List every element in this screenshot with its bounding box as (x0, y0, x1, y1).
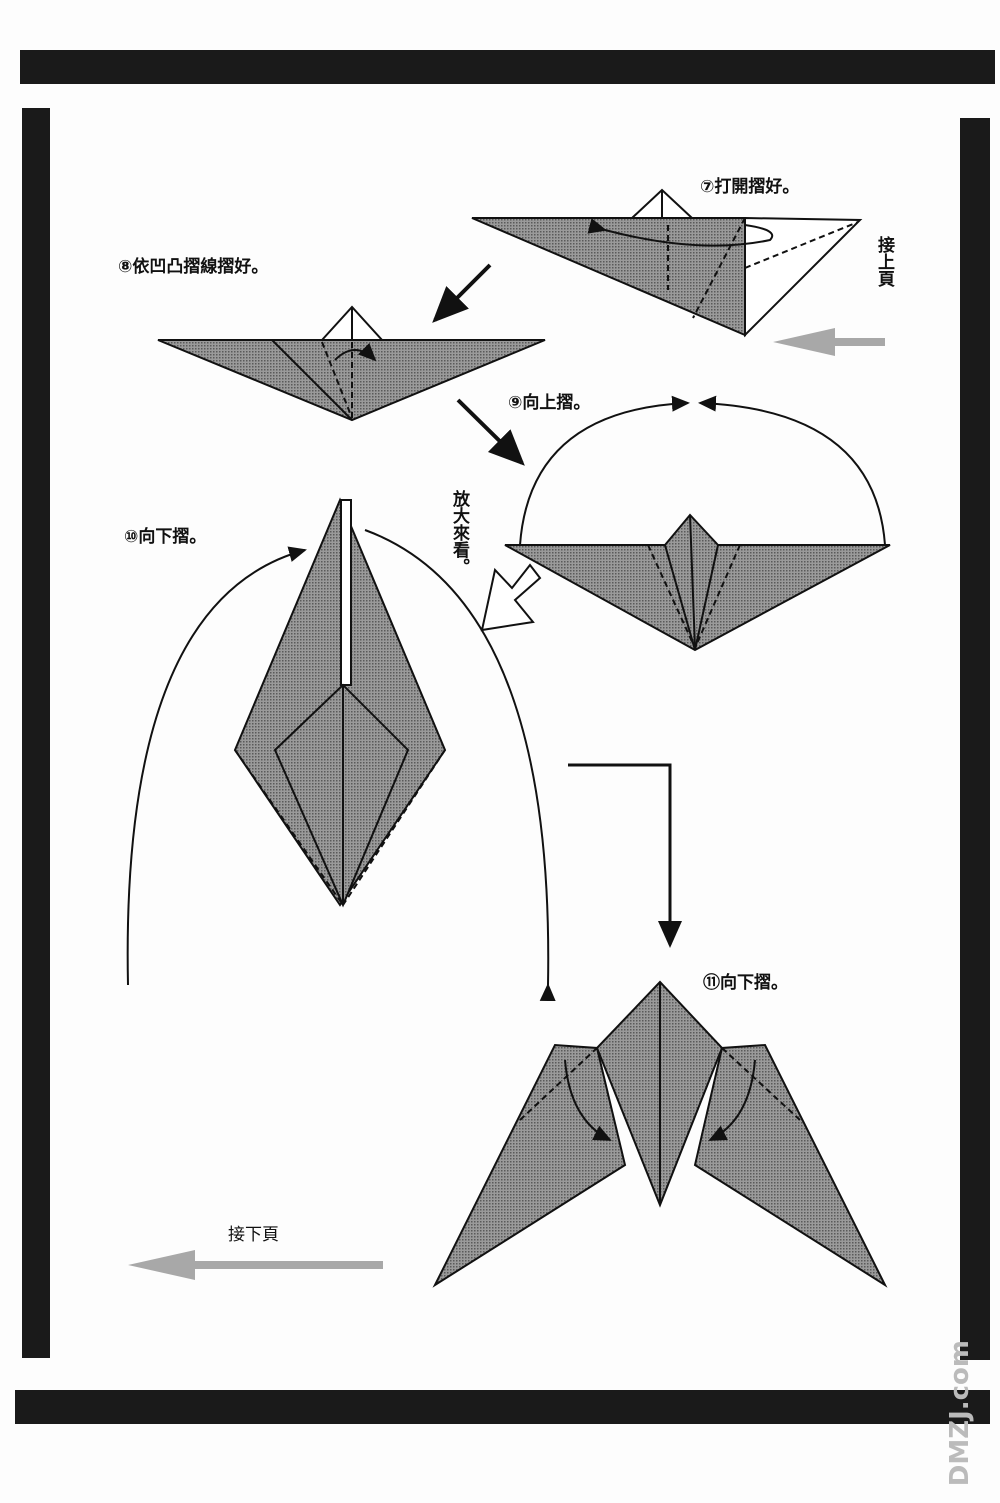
step10-label: ⑩向下摺。 (124, 527, 207, 547)
step8-label: ⑧依凹凸摺線摺好。 (118, 257, 269, 277)
top-border (20, 50, 995, 84)
step7-figure (471, 188, 863, 338)
step11-label: ⑪向下摺。 (703, 973, 788, 993)
step10-figure (126, 497, 556, 1002)
hollow-zoom-arrow (480, 563, 542, 632)
zoom-in-label: 放大來看。 (449, 490, 469, 575)
watermark: DMZJ.com (945, 1340, 975, 1487)
bottom-border (15, 1390, 990, 1424)
step8-figure (157, 305, 546, 422)
continued-from-arrow (773, 328, 885, 356)
continued-next-arrow (128, 1250, 383, 1280)
step9-figure (504, 395, 891, 652)
left-border (22, 108, 50, 1358)
arrow-8-to-9 (456, 398, 525, 466)
right-border (960, 118, 990, 1360)
arrow-7-to-8 (432, 263, 492, 323)
step9-label: ⑨向上摺。 (508, 393, 591, 413)
elbow-arrow-10-to-11 (568, 763, 682, 948)
step7-label: ⑦打開摺好。 (700, 177, 800, 197)
step11-figure (432, 980, 888, 1288)
continued-next-label: 接下頁 (228, 1225, 279, 1245)
continued-from-label: 接上頁 (874, 236, 894, 287)
